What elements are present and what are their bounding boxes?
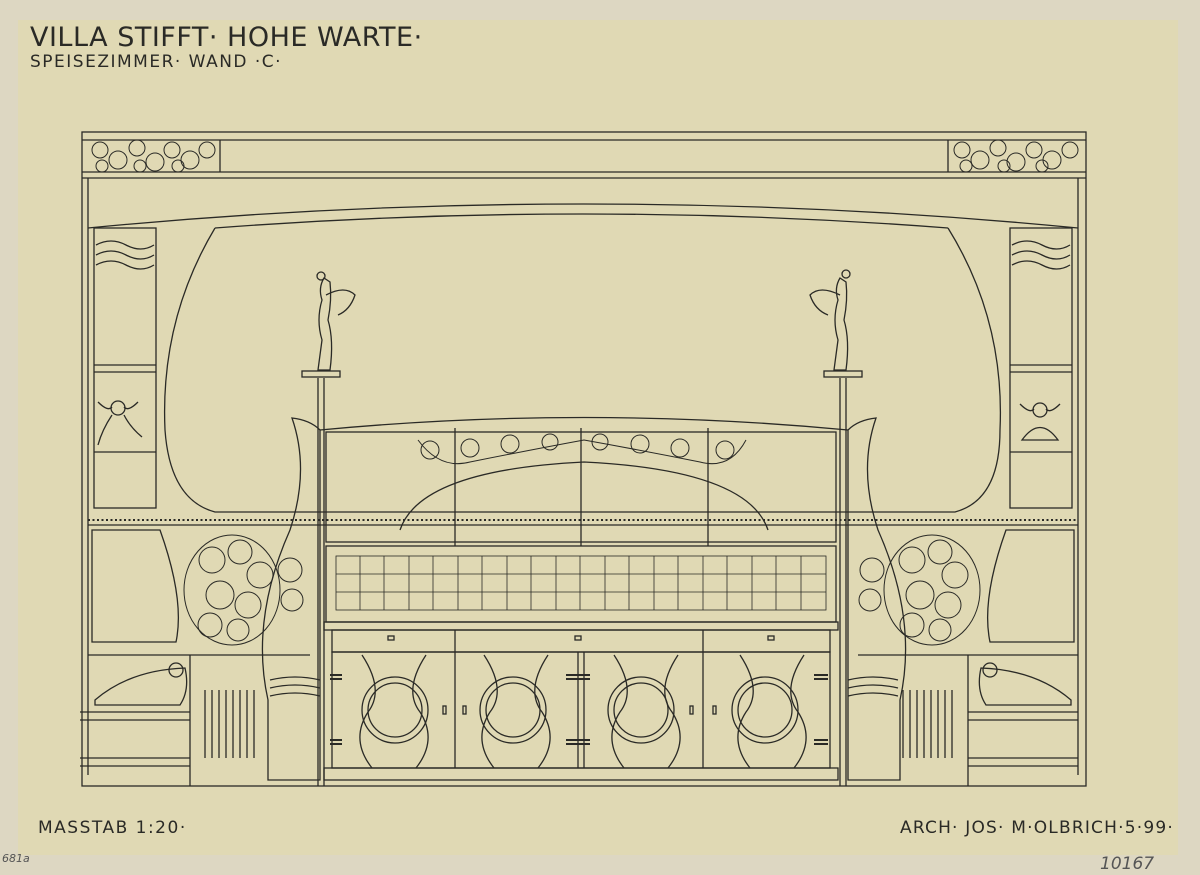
architect-signature: ARCH· JOS· M·OLBRICH·5·99· [900, 818, 1174, 838]
drawer-row [331, 629, 831, 653]
tile-panel [335, 555, 827, 611]
dado-panel-right [986, 529, 1075, 643]
radiator-right [902, 690, 953, 758]
wall-frame [81, 131, 1087, 787]
arched-wall-panel [163, 227, 1002, 513]
inventory-number-left: 681a [2, 852, 30, 865]
sideboard [261, 269, 907, 786]
drawing-title: VILLA STIFFT· HOHE WARTE· [30, 22, 423, 53]
cupboard-doors [331, 651, 831, 769]
figurine-left [316, 271, 356, 371]
floral-frieze-left [91, 139, 216, 173]
drawing-subtitle: SPEISEZIMMER· WAND ·C· [30, 52, 283, 72]
floral-cluster-left [183, 534, 304, 646]
glass-floral-garland [417, 433, 747, 465]
floral-frieze-right [953, 139, 1079, 173]
figurine-right [809, 269, 851, 371]
inventory-number-right: 10167 [1100, 854, 1155, 874]
floral-cluster-right [858, 534, 981, 646]
radiator-left [204, 690, 255, 758]
female-head-relief-left [97, 400, 143, 446]
drawing-sheet [18, 20, 1178, 855]
scale-note: MASSTAB 1:20· [38, 818, 187, 838]
dado-panel-left [91, 529, 180, 643]
female-head-relief-right [1019, 402, 1061, 441]
